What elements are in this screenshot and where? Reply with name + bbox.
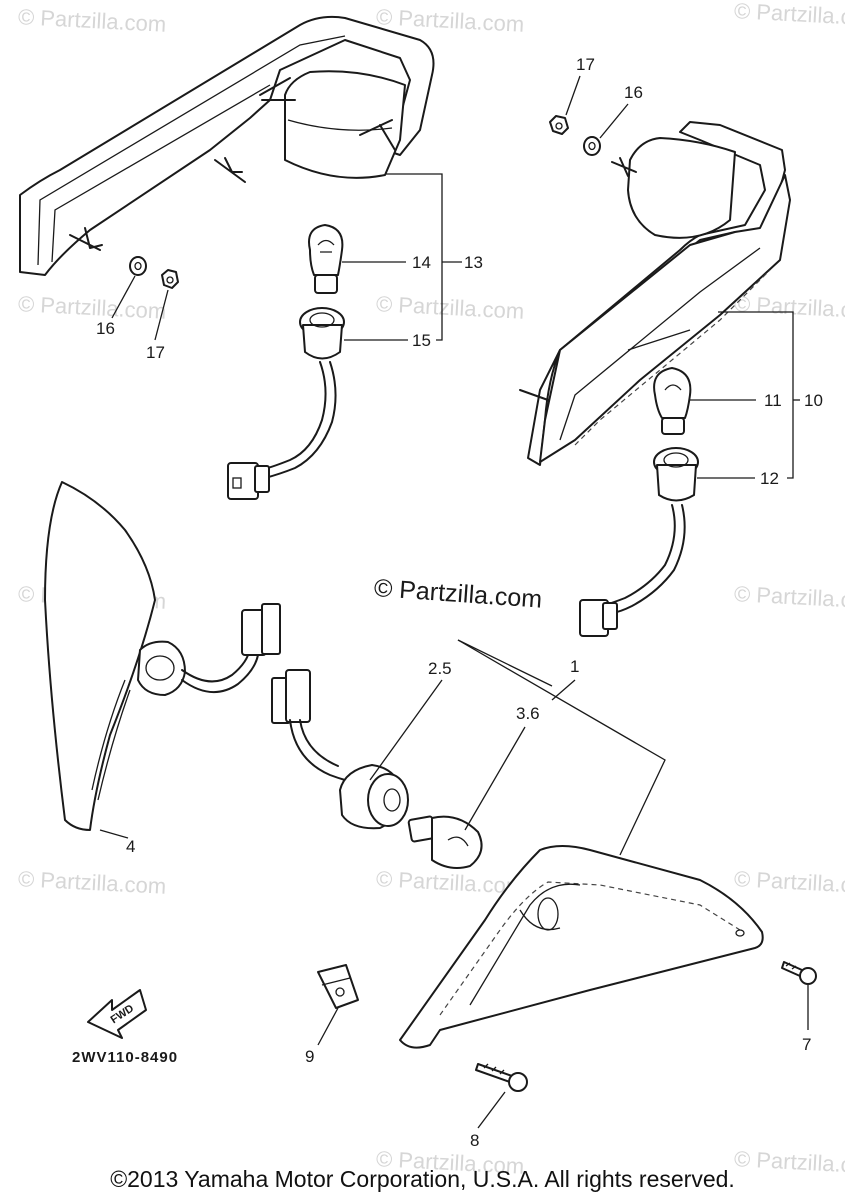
callout-13: 13 [464, 253, 483, 272]
callout-17-right: 17 [576, 55, 595, 74]
callout-11: 11 [764, 391, 782, 410]
screw-8 [475, 1063, 528, 1092]
bulb-3-6 [407, 815, 483, 869]
clip-9 [317, 964, 359, 1009]
rear-turn-signal-right [519, 121, 791, 466]
callout-2-5: 2.5 [428, 659, 452, 678]
callout-16-left: 16 [96, 319, 115, 338]
forward-arrow-icon: FWD [87, 989, 147, 1039]
bulb-11 [653, 367, 692, 435]
callout-17-left: 17 [146, 343, 165, 362]
callout-12: 12 [760, 469, 779, 488]
callout-14: 14 [412, 253, 431, 272]
nut-17-left [161, 269, 179, 289]
callout-8: 8 [470, 1131, 480, 1150]
nut-17-right [549, 115, 569, 135]
screw-7 [781, 961, 817, 985]
washer-16-right [583, 136, 601, 156]
fairing-panel-4 [44, 481, 281, 831]
callout-1: 1 [570, 657, 580, 676]
callout-3-6: 3.6 [516, 704, 540, 723]
callout-16-right: 16 [624, 83, 643, 102]
front-turn-signal-lens-1 [399, 845, 764, 1049]
washer-16-left [129, 256, 147, 276]
socket-15 [227, 307, 345, 500]
socket-2-5 [271, 669, 409, 830]
copyright-notice: ©2013 Yamaha Motor Corporation, U.S.A. A… [110, 1166, 735, 1192]
callout-7: 7 [802, 1035, 812, 1054]
callout-4: 4 [126, 837, 136, 856]
bulb-14 [308, 224, 344, 294]
callout-9: 9 [305, 1047, 315, 1066]
rear-turn-signal-left [19, 15, 435, 276]
socket-12 [579, 447, 699, 637]
diagram-code: 2WV110-8490 [72, 1049, 179, 1066]
callout-15: 15 [412, 331, 431, 350]
callout-10: 10 [804, 391, 823, 410]
